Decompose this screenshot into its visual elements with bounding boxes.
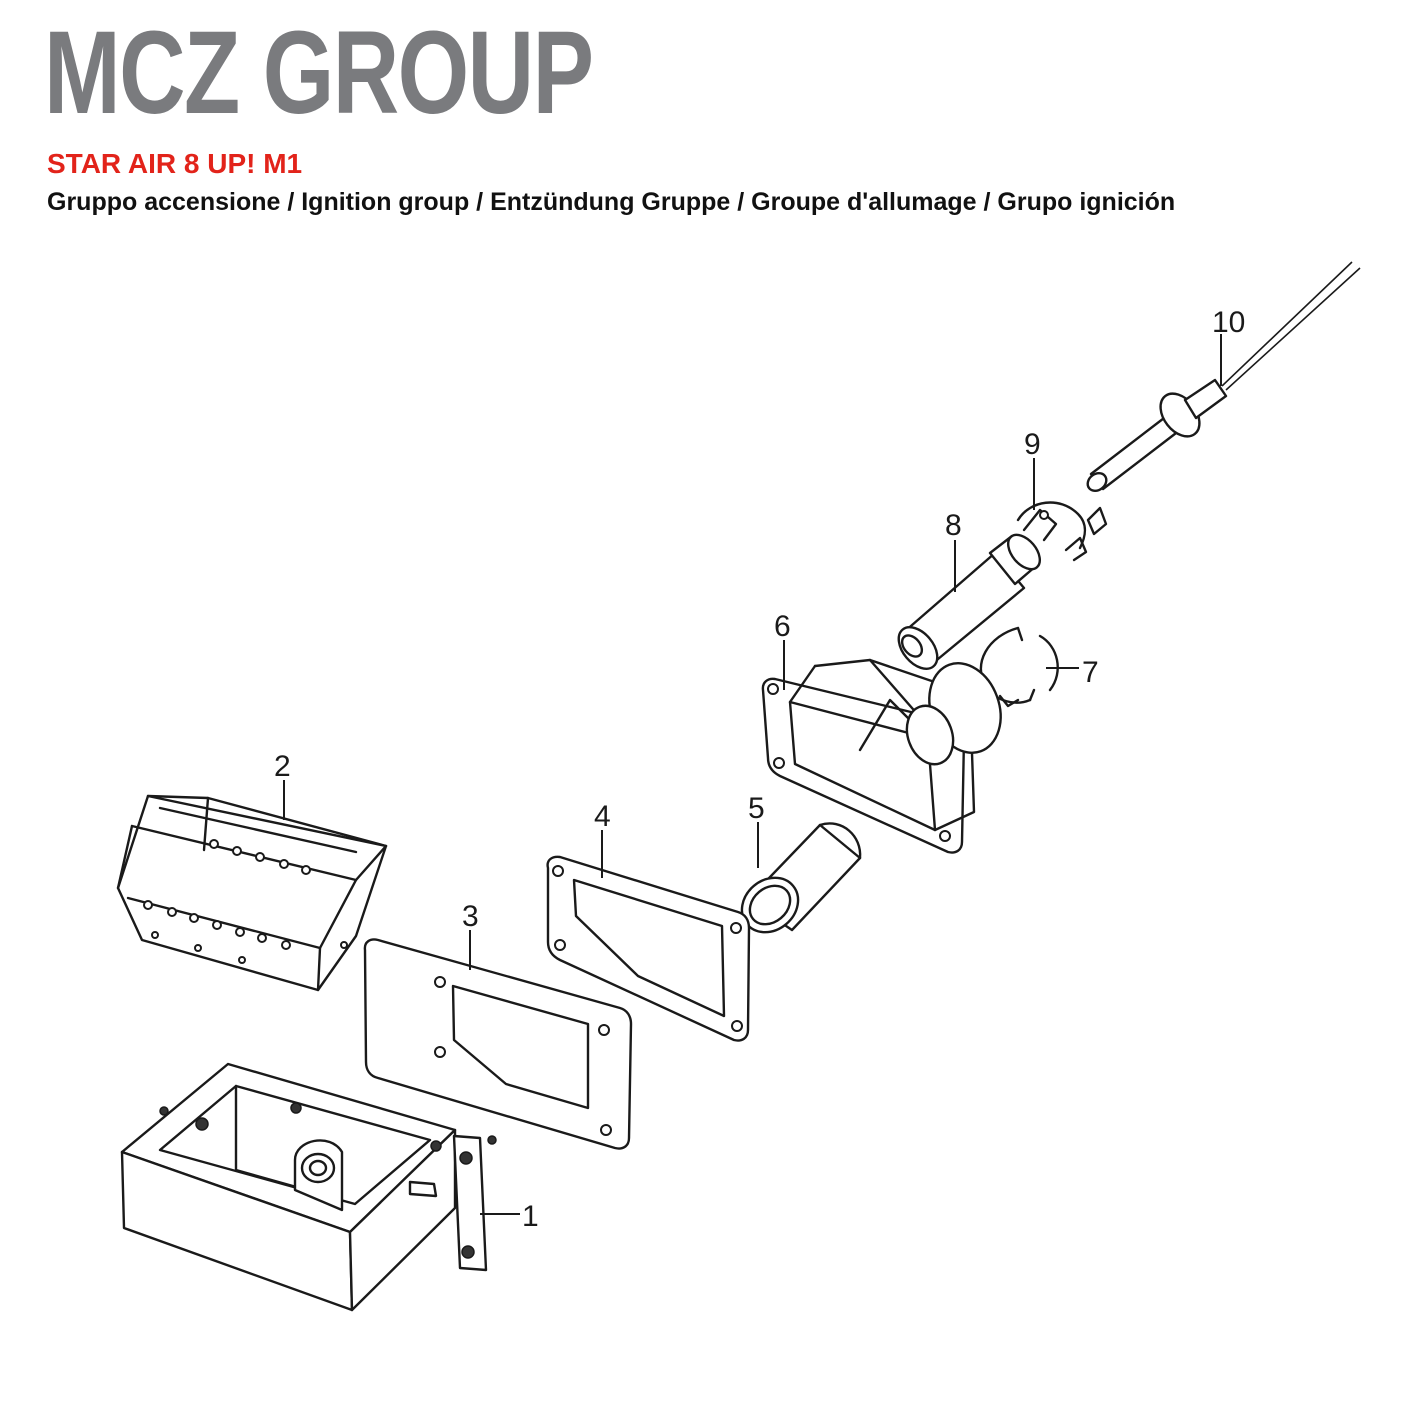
callout-1: 1	[522, 1200, 539, 1233]
part-4-gasket	[546, 855, 751, 1042]
part-3-plate	[363, 938, 633, 1150]
callout-7: 7	[1082, 656, 1099, 689]
part-8-tube	[897, 533, 1042, 670]
part-1-housing-box	[120, 1062, 497, 1312]
part-2-burn-pot	[116, 794, 388, 992]
callout-10: 10	[1212, 306, 1245, 339]
part-5-sleeve	[740, 822, 862, 934]
callout-6: 6	[774, 610, 791, 643]
callout-labels: 10 9 8 7 6 5 4 3 2 1	[274, 306, 1245, 1233]
callout-3: 3	[462, 900, 479, 933]
part-10-igniter	[1086, 261, 1361, 493]
part-9-clip	[1016, 501, 1108, 562]
model-title: STAR AIR 8 UP! M1	[47, 148, 303, 179]
callout-leaders	[283, 334, 1222, 1215]
callout-8: 8	[945, 509, 962, 542]
brand-logo: MCZ GROUP	[44, 7, 594, 139]
part-6-flange-housing	[761, 658, 1002, 854]
callout-9: 9	[1024, 428, 1041, 461]
callout-5: 5	[748, 792, 765, 825]
diagram-subtitle: Gruppo accensione / Ignition group / Ent…	[47, 188, 1176, 216]
callout-2: 2	[274, 750, 291, 783]
callout-4: 4	[594, 800, 611, 833]
